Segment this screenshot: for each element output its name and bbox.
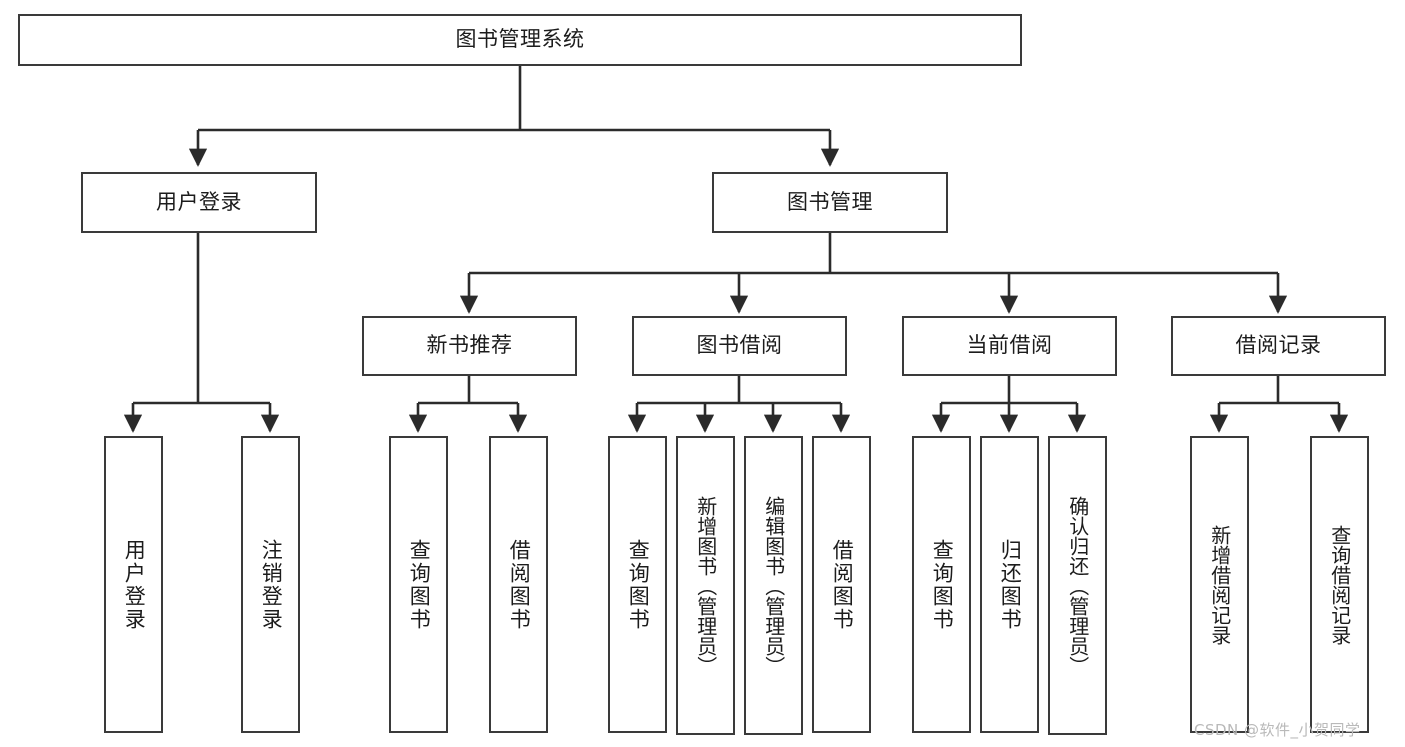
leaf-user-login-logout[interactable]: 注销登录 bbox=[241, 436, 300, 733]
leaf-current-query-book[interactable]: 查询图书 bbox=[912, 436, 971, 733]
leaf-new-book-query-book[interactable]: 查询图书 bbox=[389, 436, 448, 733]
node-book-management[interactable]: 图书管理 bbox=[712, 172, 948, 233]
leaf-borrow-edit-book-admin[interactable]: 编辑图书（管理员） bbox=[744, 436, 803, 735]
leaf-borrow-add-book-admin[interactable]: 新增图书（管理员） bbox=[676, 436, 735, 735]
node-new-book-recommendation[interactable]: 新书推荐 bbox=[362, 316, 577, 376]
leaf-borrow-query-book[interactable]: 查询图书 bbox=[608, 436, 667, 733]
leaf-new-book-borrow-book[interactable]: 借阅图书 bbox=[489, 436, 548, 733]
leaf-current-confirm-return-admin[interactable]: 确认归还（管理员） bbox=[1048, 436, 1107, 735]
node-user-login[interactable]: 用户登录 bbox=[81, 172, 317, 233]
leaf-record-query-borrow-record[interactable]: 查询借阅记录 bbox=[1310, 436, 1369, 733]
node-book-borrowing[interactable]: 图书借阅 bbox=[632, 316, 847, 376]
leaf-record-add-borrow-record[interactable]: 新增借阅记录 bbox=[1190, 436, 1249, 733]
csdn-watermark: CSDN @软件_小贺同学 bbox=[1194, 721, 1361, 739]
leaf-user-login-login[interactable]: 用户登录 bbox=[104, 436, 163, 733]
node-current-borrowing[interactable]: 当前借阅 bbox=[902, 316, 1117, 376]
leaf-current-return-book[interactable]: 归还图书 bbox=[980, 436, 1039, 733]
node-root-book-management-system[interactable]: 图书管理系统 bbox=[18, 14, 1022, 66]
leaf-borrow-borrow-book[interactable]: 借阅图书 bbox=[812, 436, 871, 733]
node-borrowing-record[interactable]: 借阅记录 bbox=[1171, 316, 1386, 376]
